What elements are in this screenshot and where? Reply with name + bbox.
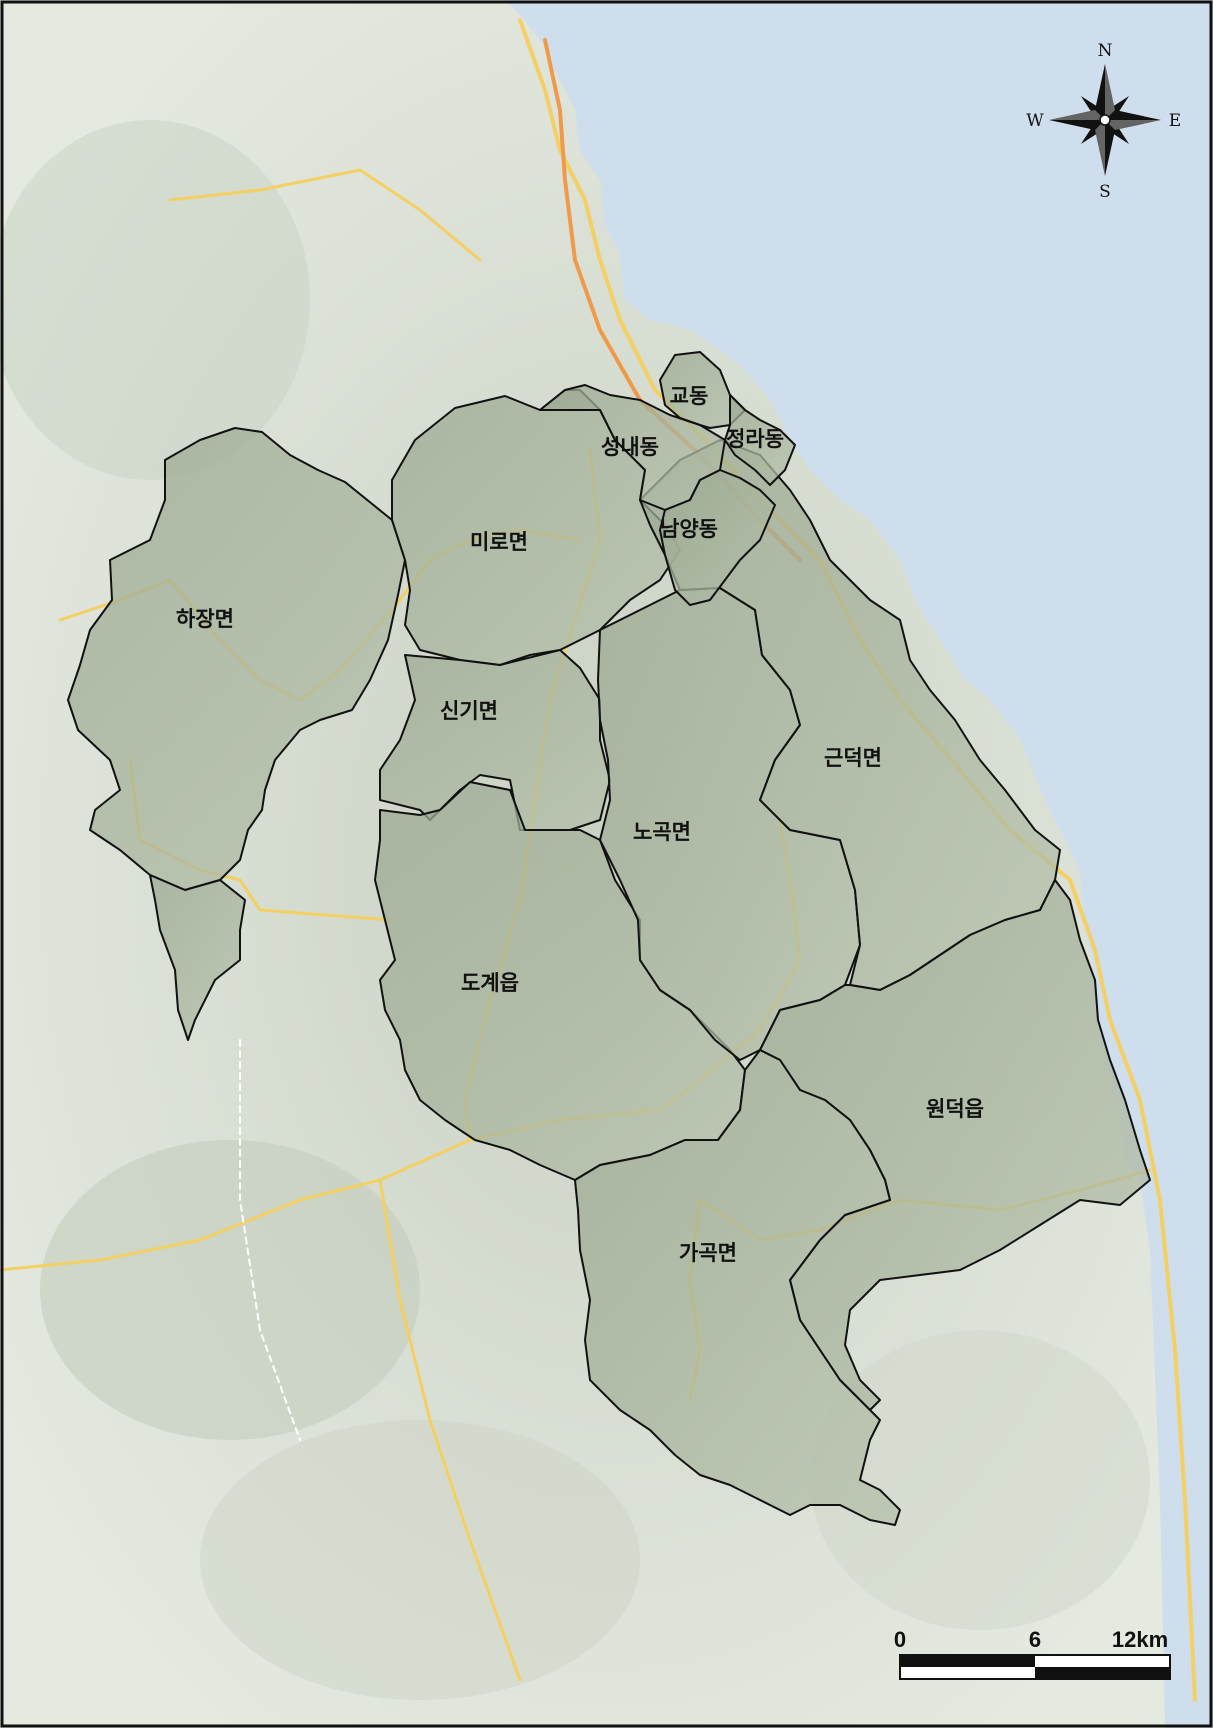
compass-west-label: W	[1026, 111, 1044, 131]
region-label-geundeok: 근덕면	[824, 746, 882, 770]
terrain-shade	[40, 1140, 420, 1440]
compass-star-highlight	[1095, 120, 1105, 176]
region-jeongna	[724, 394, 796, 486]
terrain-shade	[810, 1330, 1150, 1630]
compass-rose: N S E W	[1026, 41, 1181, 202]
region-label-gyo: 교동	[670, 384, 709, 408]
compass-center	[1099, 114, 1111, 126]
terrain-shade	[200, 1420, 640, 1700]
compass-south-label: S	[1099, 182, 1111, 202]
region-label-jeongna: 정라동	[726, 427, 784, 451]
compass-east-label: E	[1169, 111, 1181, 131]
scale-bar: 0 6 12km	[894, 1627, 1171, 1680]
region-label-miro: 미로면	[470, 530, 528, 554]
region-label-nogok: 노곡면	[633, 820, 691, 844]
region-labels: 하장면 미로면 신기면 도계읍 노곡면 근덕면 원덕읍 가곡면 성내동 교동 정…	[176, 384, 984, 1265]
region-label-dogye: 도계읍	[461, 971, 519, 995]
scale-label-0: 0	[894, 1627, 906, 1652]
region-hajang	[67, 427, 406, 891]
region-gagok	[574, 1049, 901, 1526]
scale-bar-segment-upper-left	[900, 1655, 1035, 1667]
compass-star-highlight	[1105, 64, 1115, 120]
terrain-shade	[0, 120, 310, 480]
scale-label-12km: 12km	[1112, 1627, 1168, 1652]
region-hajang-south	[149, 874, 246, 1041]
region-label-gagok: 가곡면	[679, 1241, 737, 1265]
compass-star-highlight	[1105, 120, 1161, 130]
compass-north-label: N	[1098, 41, 1113, 61]
admin-regions	[67, 351, 1151, 1526]
region-label-namyang: 남양동	[660, 517, 718, 541]
region-label-seongnae: 성내동	[601, 435, 659, 459]
scale-bar-segment-lower-right	[1035, 1667, 1170, 1679]
region-label-hajang: 하장면	[176, 607, 234, 631]
region-namyang	[659, 469, 776, 606]
region-label-singi: 신기면	[440, 699, 498, 723]
scale-label-6: 6	[1029, 1627, 1041, 1652]
region-label-wondeok: 원덕읍	[926, 1097, 984, 1121]
compass-star-highlight	[1049, 110, 1105, 120]
sea-area	[505, 0, 1213, 1728]
